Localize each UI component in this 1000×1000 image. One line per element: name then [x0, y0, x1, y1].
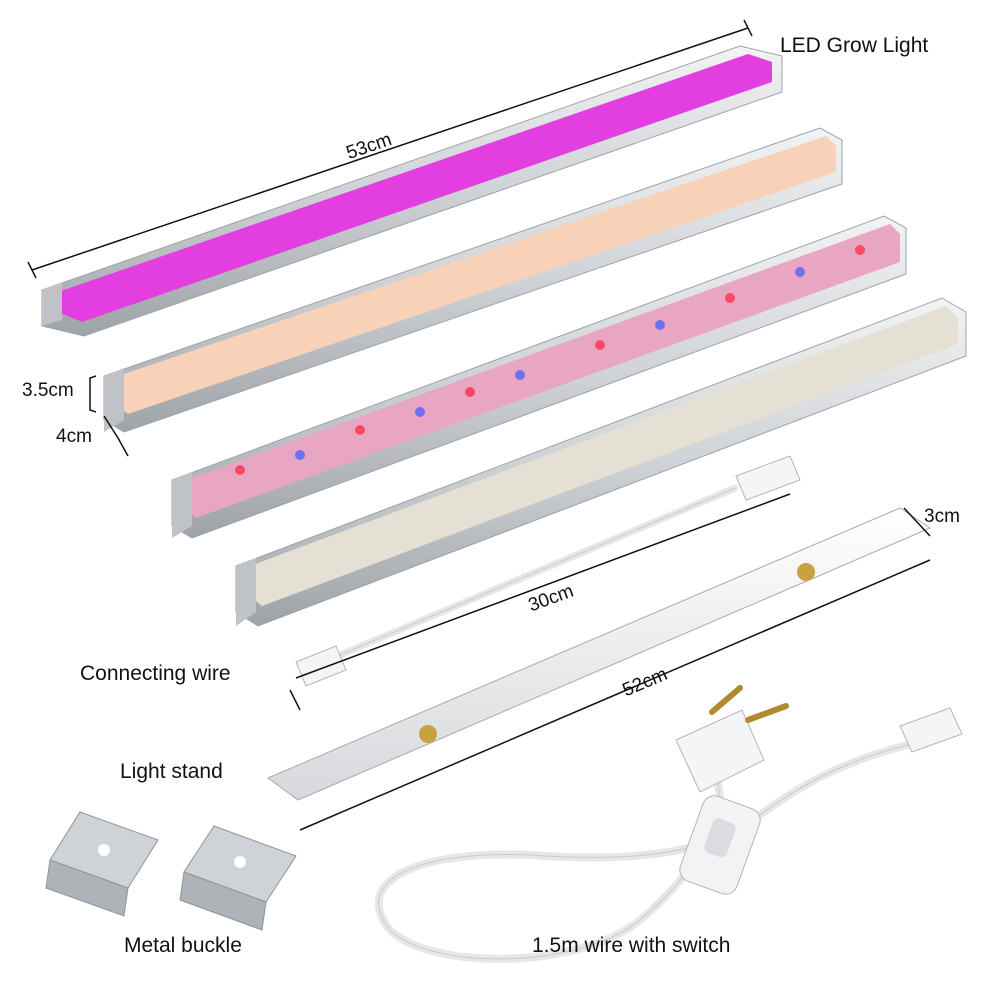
led-strip-full-spectrum	[186, 224, 900, 518]
light-stand	[266, 507, 932, 801]
dim-line-stand-width	[903, 507, 931, 537]
led-strip-purple	[58, 54, 772, 322]
light-bar-white	[235, 297, 967, 627]
label-light-stand: Light stand	[120, 760, 223, 783]
dim-line-wire-length	[295, 493, 791, 679]
stand-mount-hole	[797, 563, 815, 581]
stand-mount-hole	[419, 725, 437, 743]
label-metal-buckle: Metal buckle	[124, 934, 242, 957]
dimension-lines	[27, 19, 931, 831]
dim-bar-depth: 4cm	[56, 426, 92, 447]
dim-bar-height: 3.5cm	[22, 380, 74, 401]
metal-buckle-right	[179, 825, 297, 931]
dim-line-bar-height	[89, 375, 97, 413]
metal-buckles	[45, 811, 297, 931]
light-bar-purple	[41, 45, 783, 337]
dim-line-stand-length	[299, 559, 931, 831]
dim-stand-width: 3cm	[924, 506, 960, 527]
light-bar-warm-white	[103, 127, 843, 433]
led-strip-white	[250, 306, 958, 606]
switch-rocker	[704, 818, 736, 858]
led-strip-warm-white	[118, 136, 836, 414]
cord-connector	[899, 707, 963, 753]
plug	[675, 709, 765, 793]
label-connecting-wire: Connecting wire	[80, 662, 231, 685]
light-bar-full-spectrum	[171, 215, 907, 539]
connecting-wire	[295, 455, 801, 687]
label-wire-switch: 1.5m wire with switch	[532, 934, 731, 957]
metal-buckle-left	[45, 811, 159, 917]
dim-line-bar-length	[31, 27, 749, 271]
power-cord-with-switch	[374, 685, 963, 963]
dim-line-bar-depth	[103, 415, 129, 457]
label-grow-light: LED Grow Light	[780, 34, 929, 57]
